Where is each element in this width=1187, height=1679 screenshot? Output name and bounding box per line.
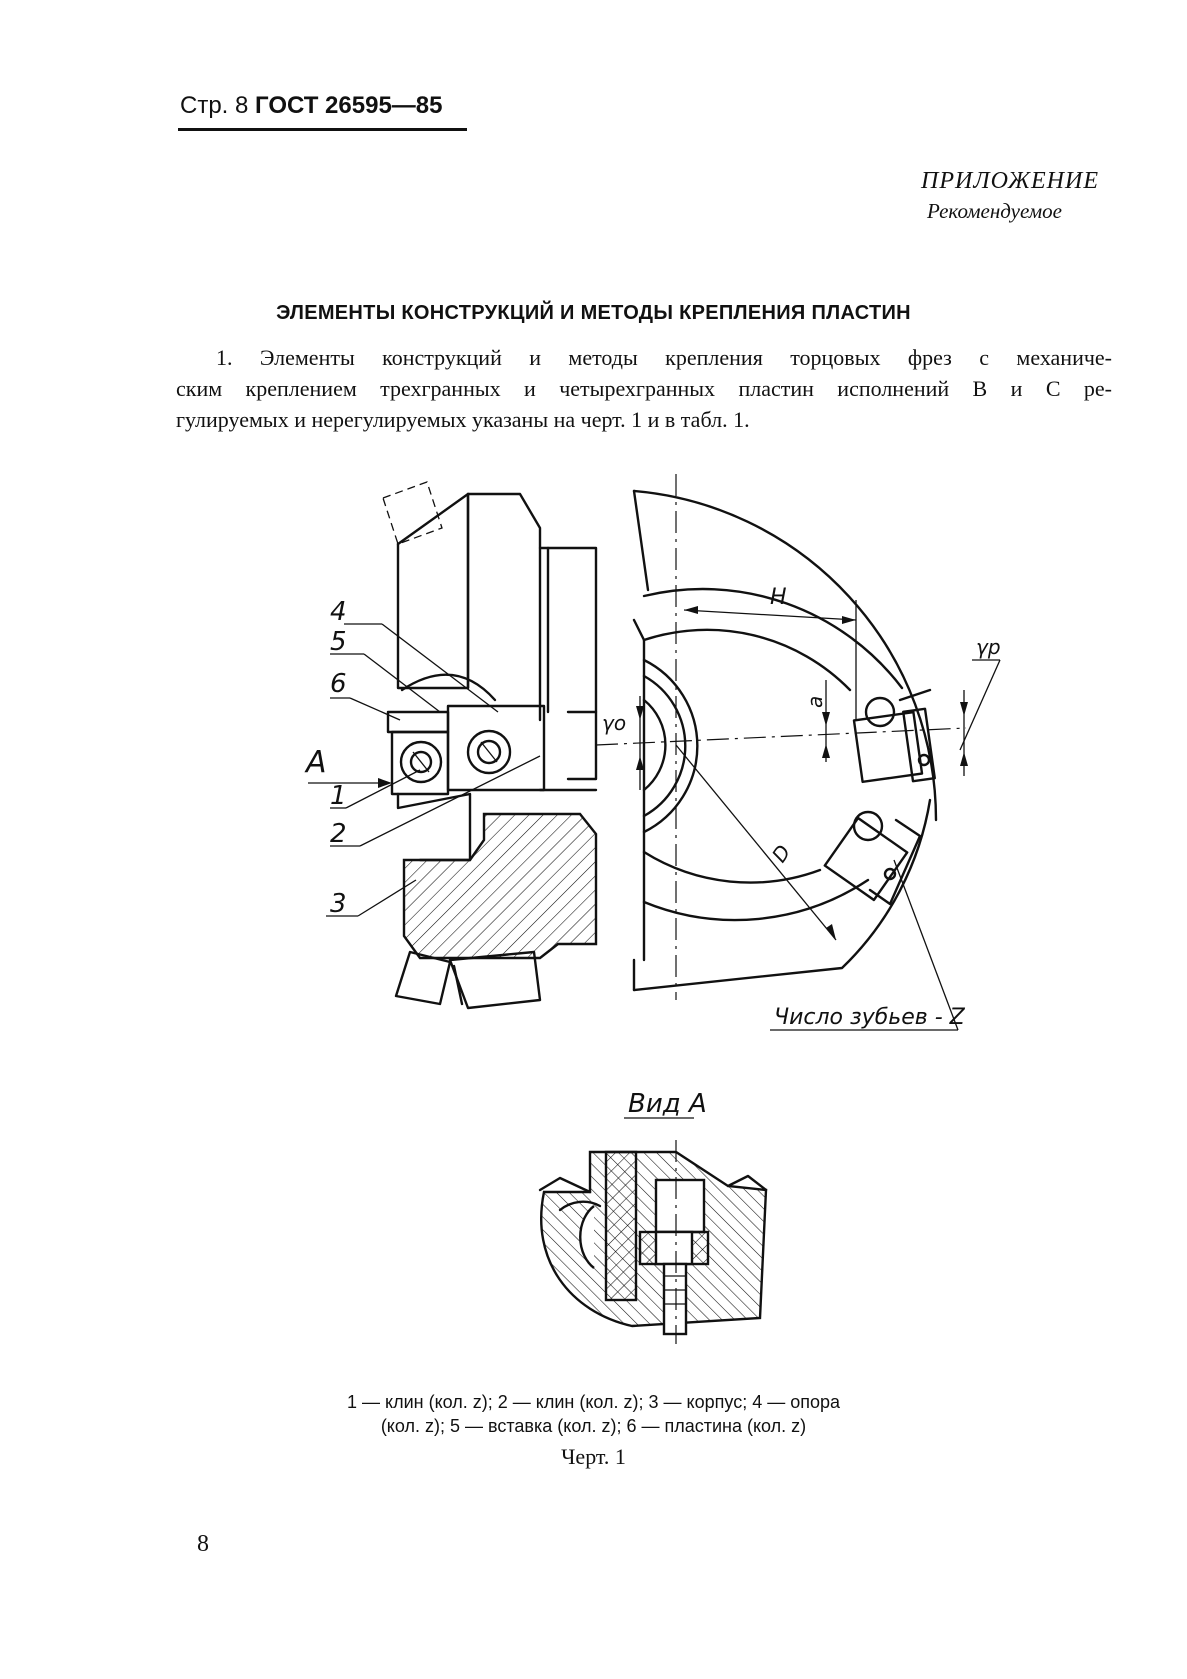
callout-6: 6 — [330, 669, 347, 699]
support-4 — [396, 792, 472, 862]
teeth-label: Число зубьев - Z — [774, 1005, 966, 1030]
notch — [566, 710, 598, 781]
dim-a: a — [803, 696, 827, 708]
diameter-line — [675, 744, 837, 941]
page-label: Стр. 8 — [180, 92, 249, 119]
part-callouts: 4 5 6 A 1 2 3 — [304, 597, 541, 919]
dim-D: D — [767, 840, 795, 866]
cutter-section-view — [382, 481, 598, 1010]
callout-3: 3 — [330, 889, 347, 919]
callout-1: 1 — [330, 781, 347, 811]
dim-H: H — [770, 585, 787, 610]
screw-1 — [399, 740, 443, 784]
callout-4: 4 — [330, 597, 347, 627]
wedge-1 — [390, 730, 450, 796]
paragraph-line: ским креплением трехгранных и четырехгра… — [176, 376, 1112, 401]
paragraph-line: гулируемых и нерегулируемых указаны на ч… — [176, 407, 750, 432]
phantom-insert — [382, 481, 443, 545]
gamma-p: γр — [976, 635, 1001, 659]
tooth-lower — [823, 810, 922, 906]
callout-5: 5 — [330, 627, 347, 657]
appendix-title: ПРИЛОЖЕНИЕ — [921, 168, 1099, 194]
plate-6 — [386, 710, 450, 734]
flange-outline — [538, 546, 598, 714]
bottom-insert-left — [394, 950, 452, 1006]
callout-2: 2 — [330, 819, 347, 849]
standard-code: ГОСТ 26595—85 — [255, 92, 443, 119]
body-3-hatched — [402, 812, 598, 960]
view-a-bolt-head — [654, 1178, 706, 1234]
drawing-legend: 1 — клин (кол. z); 2 — клин (кол. z); 3 … — [0, 1390, 1187, 1438]
cutter-front-view: H a D γо γр — [595, 474, 1001, 1031]
page-number: 8 — [197, 1531, 209, 1557]
view-arrow-label: A — [304, 745, 327, 780]
legend-line: 1 — клин (кол. z); 2 — клин (кол. z); 3 … — [346, 1392, 840, 1412]
insert-seat-curve — [400, 673, 497, 702]
bore-outer — [642, 658, 699, 834]
appendix-subtitle: Рекомендуемое — [927, 199, 1062, 223]
outer-arc — [632, 489, 938, 822]
ring-250 — [642, 587, 904, 690]
horizontal-axis — [595, 727, 967, 746]
view-a-bolt-shank — [662, 1262, 688, 1336]
bore-inner — [642, 674, 687, 818]
bottom-insert-right — [448, 950, 542, 1010]
body-paragraph: 1. Элементы конструкций и методы креплен… — [176, 342, 1112, 435]
view-a-title: Вид А — [628, 1089, 707, 1119]
page-header: Стр. 8 ГОСТ 26595—85 — [180, 92, 442, 120]
appendix-block: ПРИЛОЖЕНИЕ Рекомендуемое — [921, 168, 1099, 224]
screw-2 — [466, 729, 512, 775]
view-a-ball — [579, 1205, 595, 1269]
paragraph-line: 1. Элементы конструкций и методы креплен… — [216, 345, 1112, 370]
figure-caption: Черт. 1 — [561, 1444, 626, 1469]
section-title: ЭЛЕМЕНТЫ КОНСТРУКЦИЙ И МЕТОДЫ КРЕПЛЕНИЯ … — [276, 302, 911, 324]
view-a-insert — [604, 1150, 638, 1302]
header-rule — [178, 128, 467, 131]
legend-line: (кол. z); 5 — вставка (кол. z); 6 — плас… — [380, 1416, 807, 1436]
gamma-o: γо — [602, 711, 626, 735]
lower-body-edge — [632, 798, 932, 992]
view-a: Вид А — [538, 1089, 768, 1344]
tooth-upper — [852, 688, 936, 784]
